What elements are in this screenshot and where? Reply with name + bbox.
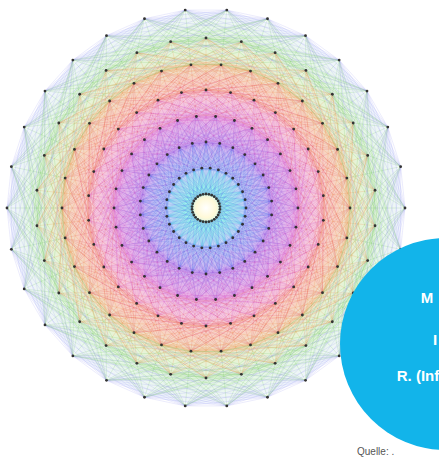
edge-line — [158, 288, 160, 316]
edge-line — [89, 140, 145, 196]
edge-line — [210, 248, 245, 262]
edge-line — [268, 220, 324, 276]
edge-line — [268, 208, 350, 276]
edge-line — [218, 208, 246, 215]
edge-line — [181, 93, 252, 129]
edge-line — [254, 100, 323, 123]
edge-line — [275, 267, 308, 303]
edge-line — [167, 209, 192, 216]
edge-line — [160, 288, 231, 324]
edge-line — [116, 154, 132, 189]
edge-line — [178, 120, 235, 121]
edge-line — [94, 171, 122, 245]
edge-line — [210, 248, 280, 262]
edge-line — [233, 244, 318, 268]
edge-line — [268, 276, 294, 287]
edge-line — [243, 155, 245, 192]
edge-line — [202, 142, 206, 168]
edge-line — [294, 129, 319, 171]
edge-line — [244, 155, 245, 200]
edge-line — [149, 208, 166, 241]
edge-line — [62, 140, 144, 208]
edge-line — [295, 189, 296, 227]
edge-line — [206, 274, 294, 287]
edge-line — [94, 148, 179, 172]
edge-line — [318, 172, 319, 245]
edge-line — [202, 148, 233, 169]
edge-line — [158, 100, 234, 120]
edge-line — [275, 83, 278, 112]
edge-line — [143, 200, 167, 229]
edge-line — [167, 224, 169, 261]
edge-line — [246, 175, 263, 208]
edge-line — [116, 164, 157, 189]
edge-line — [218, 245, 290, 247]
edge-line — [210, 248, 255, 252]
edge-line — [202, 168, 226, 173]
edge-line — [132, 154, 202, 168]
edge-line — [290, 172, 318, 246]
edge-line — [318, 178, 347, 244]
edge-line — [272, 171, 290, 215]
edge-line — [220, 175, 263, 207]
edge-line — [252, 100, 254, 128]
edge-line — [116, 189, 117, 227]
edge-line — [238, 201, 271, 231]
edge-line — [166, 216, 167, 261]
edge-line — [167, 155, 202, 169]
edge-line — [122, 201, 140, 245]
edge-line — [169, 224, 179, 268]
edge-line — [280, 196, 323, 262]
edge-line — [122, 169, 194, 171]
edge-line — [255, 227, 296, 252]
edge-line — [245, 188, 269, 217]
edge-line — [209, 222, 233, 238]
edge-line — [196, 117, 252, 129]
edge-line — [192, 128, 252, 143]
edge-line — [220, 200, 245, 207]
edge-line — [192, 121, 234, 144]
edge-line — [149, 209, 192, 241]
edge-line — [89, 154, 132, 220]
edge-line — [231, 303, 276, 323]
edge-line — [157, 164, 202, 168]
edge-line — [233, 215, 272, 238]
edge-line — [192, 143, 233, 147]
edge-line — [209, 222, 218, 246]
edge-line — [140, 178, 179, 201]
edge-line — [280, 227, 296, 262]
edge-line — [166, 201, 194, 208]
edge-line — [140, 184, 173, 214]
edge-line — [206, 274, 252, 288]
edge-line — [278, 83, 308, 149]
edge-line — [294, 244, 319, 286]
edge-line — [178, 295, 254, 315]
edge-line — [194, 170, 203, 194]
edge-line — [179, 178, 203, 194]
edge-line — [118, 129, 144, 140]
